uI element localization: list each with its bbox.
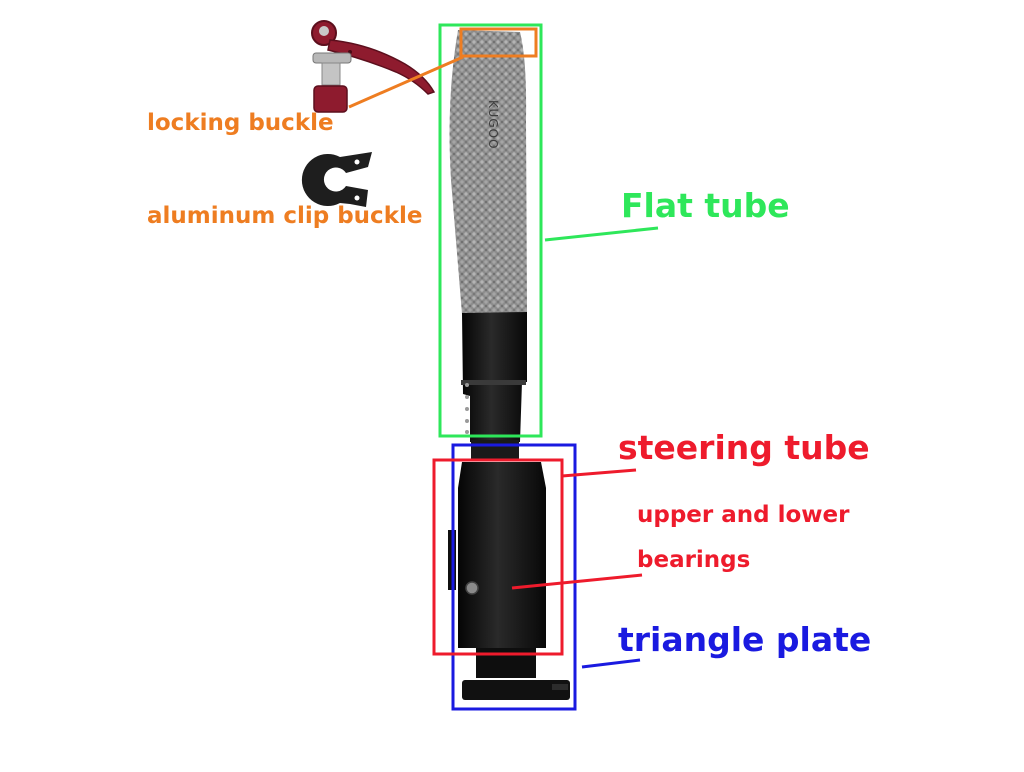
flat-tube-part: KUGOO bbox=[449, 30, 527, 314]
stem-tube-part bbox=[461, 312, 527, 442]
steering-tube-leader bbox=[561, 468, 637, 478]
clip-buckle-part bbox=[301, 152, 372, 207]
steering-tube-box bbox=[432, 458, 564, 656]
steering-tube-part bbox=[448, 440, 546, 678]
locking-buckle-box bbox=[459, 27, 538, 58]
flat-tube-leader bbox=[544, 226, 659, 242]
locking-buckle-part bbox=[311, 20, 436, 113]
triangle-plate-leader bbox=[581, 658, 641, 669]
bearings-leader bbox=[511, 573, 643, 590]
aluminum-clip-buckle-label: aluminum clip buckle bbox=[147, 203, 423, 229]
steering-tube-label: steering tube bbox=[618, 428, 870, 467]
locking-buckle-leader bbox=[348, 55, 464, 109]
bearings-label-line1: upper and lower bbox=[637, 502, 850, 528]
locking-buckle-label: locking buckle bbox=[147, 110, 334, 136]
triangle-plate-box bbox=[451, 443, 577, 711]
triangle-plate-label: triangle plate bbox=[618, 620, 872, 659]
bearings-label-line2: bearings bbox=[637, 547, 751, 573]
flat-tube-box bbox=[438, 23, 543, 438]
flat-tube-label: Flat tube bbox=[621, 186, 790, 225]
svg-text:KUGOO: KUGOO bbox=[486, 100, 500, 150]
triangle-plate-part bbox=[462, 680, 570, 700]
